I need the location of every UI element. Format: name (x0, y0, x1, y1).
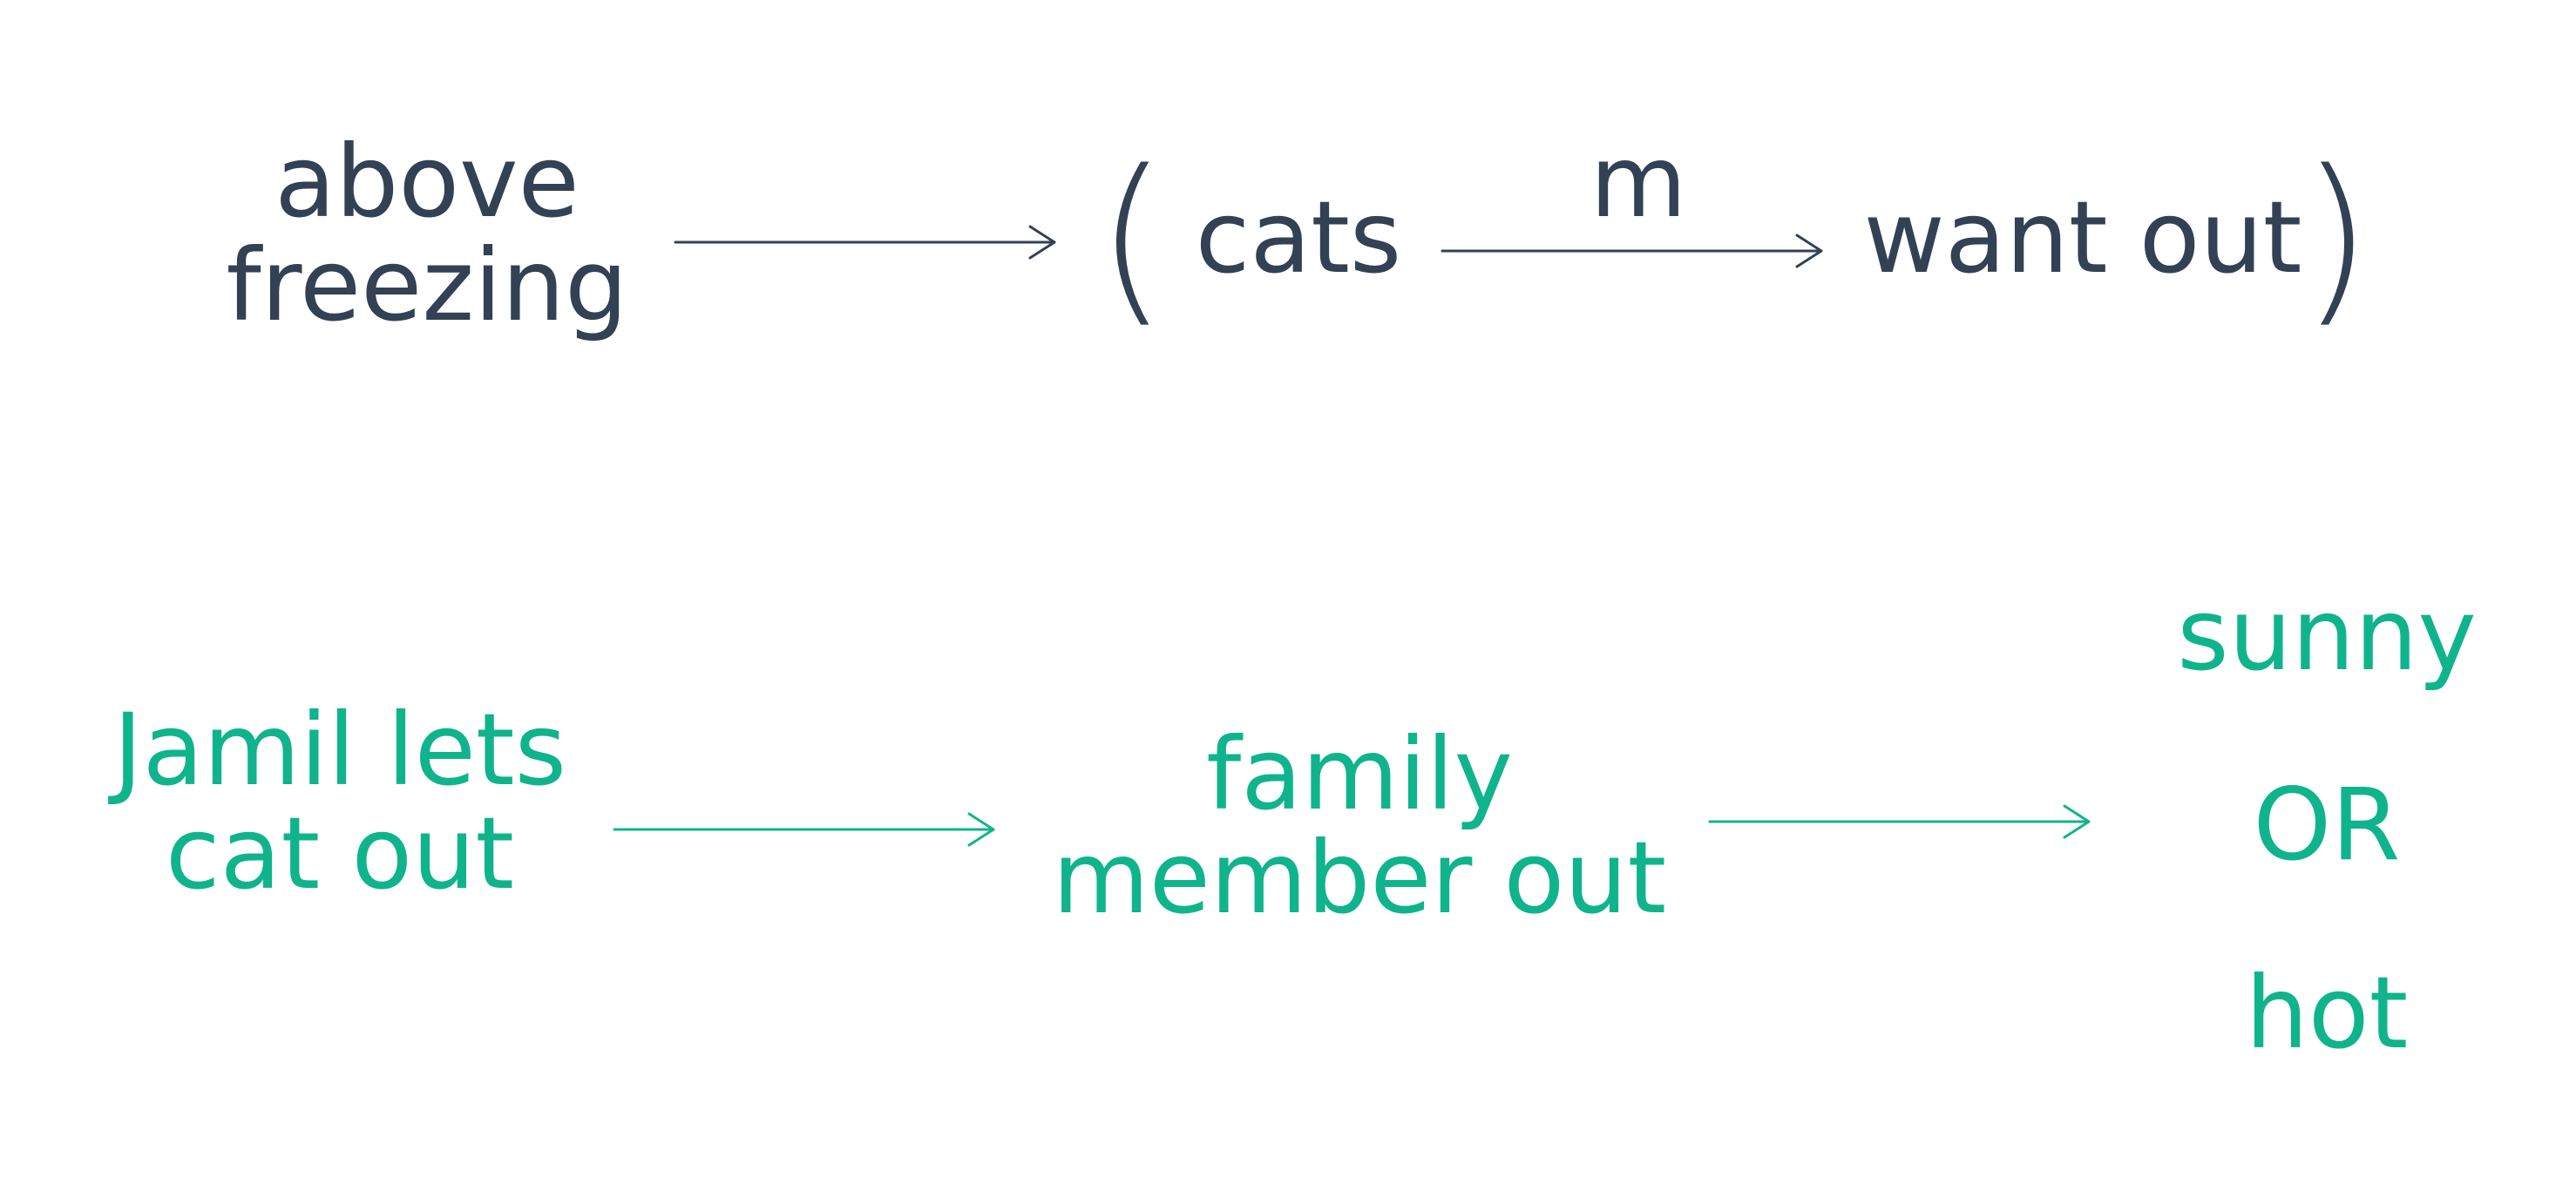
node-family-member-out: family member out (1028, 716, 1691, 936)
node-or: OR (2253, 767, 2401, 883)
edge-label-m: m (1590, 124, 1687, 240)
node-above-freezing-line1: above (275, 124, 580, 240)
node-jamil-lets-cat-out: Jamil lets cat out (78, 692, 601, 911)
arrow-cats-to-want-out (1441, 234, 1823, 268)
node-want-out: want out (1863, 179, 2302, 295)
node-above-freezing-line2: freezing (226, 227, 628, 343)
node-jamil-line2: cat out (165, 795, 515, 911)
node-hot: hot (2245, 955, 2409, 1071)
node-sunny: sunny (2177, 577, 2477, 693)
node-family-line1: family (1206, 716, 1513, 832)
close-parenthesis: ) (2301, 131, 2372, 344)
arrow-jamil-to-family (613, 812, 995, 847)
node-family-line2: member out (1052, 819, 1667, 936)
open-parenthesis: ( (1096, 131, 1168, 344)
node-above-freezing: above freezing (200, 124, 654, 343)
arrow-above-to-cats (674, 225, 1056, 260)
node-cats: cats (1195, 179, 1402, 295)
arrow-family-to-weather (1708, 804, 2091, 839)
node-jamil-line1: Jamil lets (112, 692, 566, 808)
